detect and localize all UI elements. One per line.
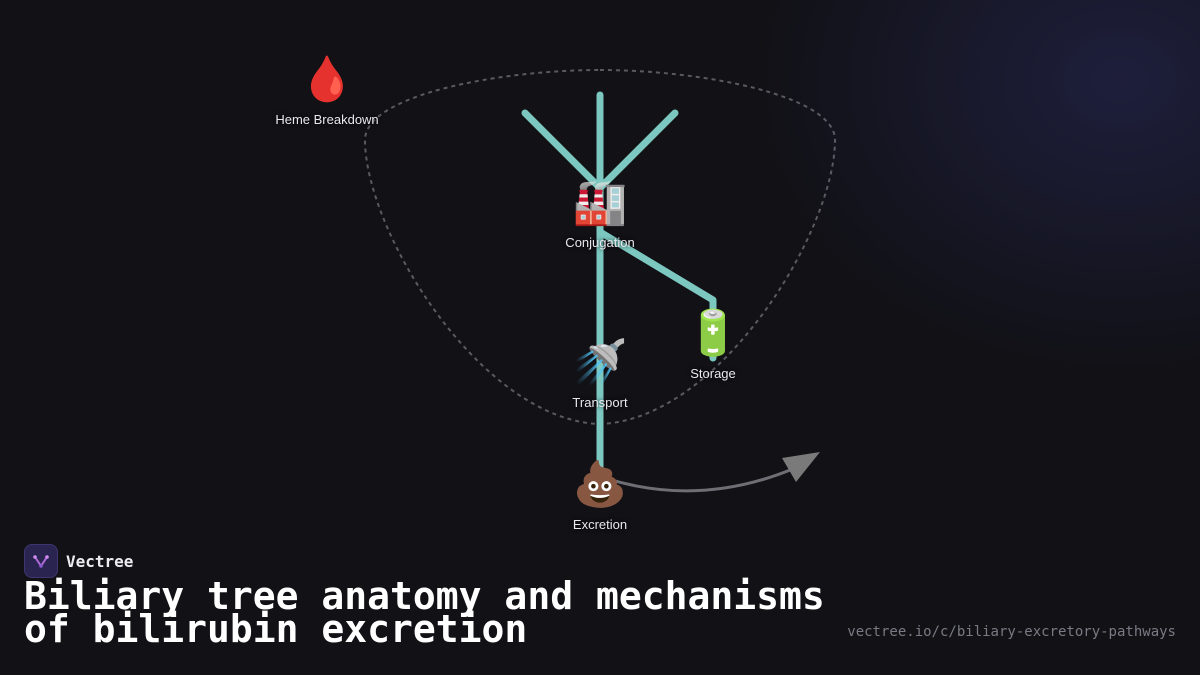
node-label: Excretion <box>572 517 628 532</box>
battery-icon: 🔋 <box>685 308 741 359</box>
factory-icon: 🏭 <box>572 177 628 228</box>
brand: Vectree <box>24 544 133 578</box>
duct-cystic-branch <box>596 228 717 362</box>
excretion-arrow-curve <box>604 466 796 493</box>
vectree-logo-icon <box>24 544 58 578</box>
node-heme-breakdown: 🩸 Heme Breakdown <box>275 54 378 127</box>
node-label: Storage <box>690 366 736 381</box>
excretion-arrowhead <box>782 452 820 482</box>
node-conjugation: 🏭 Conjugation <box>565 177 634 250</box>
node-label: Transport <box>572 395 628 410</box>
shower-icon: 🚿 <box>572 337 628 388</box>
duct-right-branch <box>596 109 679 192</box>
duct-left-branch <box>521 109 604 192</box>
blood-drop-icon: 🩸 <box>299 54 355 105</box>
node-transport: 🚿 Transport <box>572 337 627 410</box>
node-label: Heme Breakdown <box>275 112 379 127</box>
node-storage: 🔋 Storage <box>686 308 741 381</box>
brand-name: Vectree <box>66 551 134 571</box>
node-excretion: 💩 Excretion <box>573 459 628 532</box>
source-url[interactable]: vectree.io/c/biliary-excretory-pathways <box>847 624 1176 640</box>
duct-tree <box>521 91 717 474</box>
page-title: Biliary tree anatomy and mechanisms of b… <box>24 574 825 651</box>
poop-icon: 💩 <box>572 459 628 510</box>
node-label: Conjugation <box>565 235 635 250</box>
